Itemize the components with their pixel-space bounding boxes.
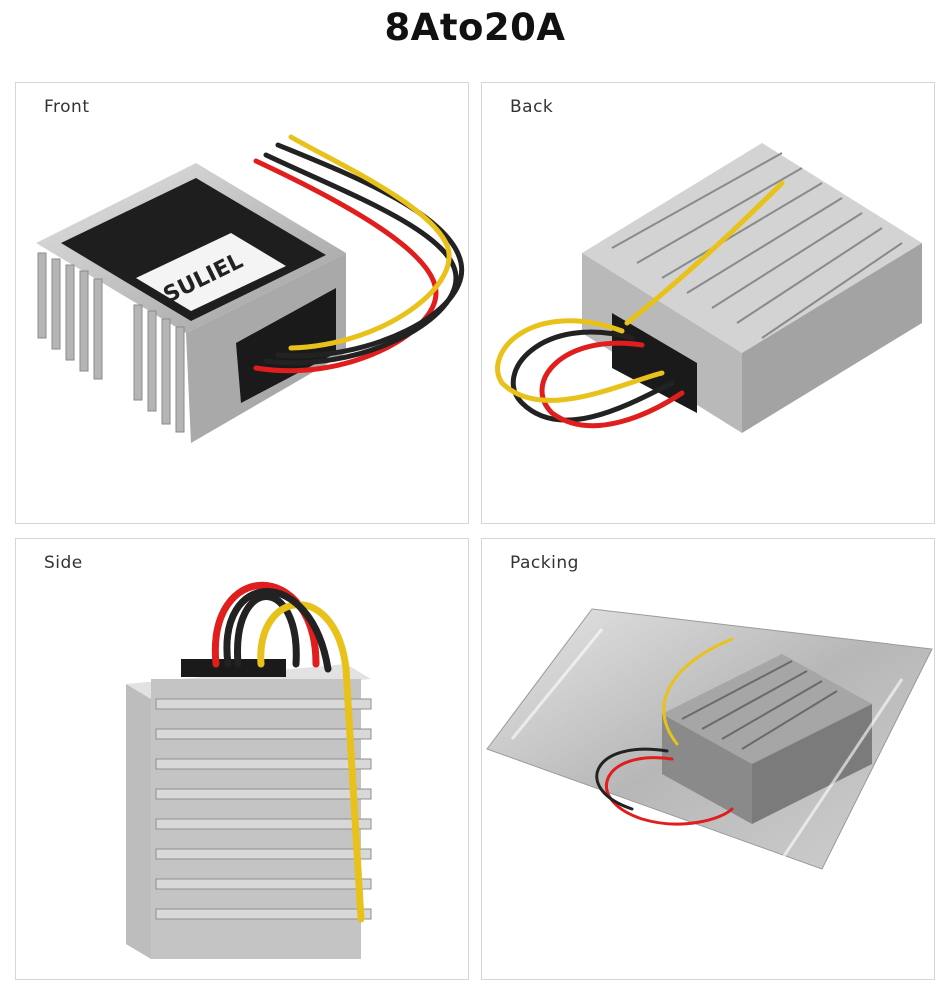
panel-label: Side (44, 553, 83, 573)
page-title: 8Ato20A (384, 6, 566, 49)
panel-label: Front (44, 97, 90, 117)
converter-front-image: SULIEL (36, 134, 465, 443)
panel-packing: Packing (481, 538, 935, 980)
converter-packing-image (486, 608, 933, 870)
panel-label: Back (510, 97, 554, 117)
panel-label: Packing (510, 553, 579, 573)
panel-side: Side (15, 538, 469, 980)
converter-side-image (126, 581, 372, 959)
converter-back-image (495, 143, 922, 433)
panel-back: Back (481, 82, 935, 524)
panel-front: Front SULIEL (15, 82, 469, 524)
